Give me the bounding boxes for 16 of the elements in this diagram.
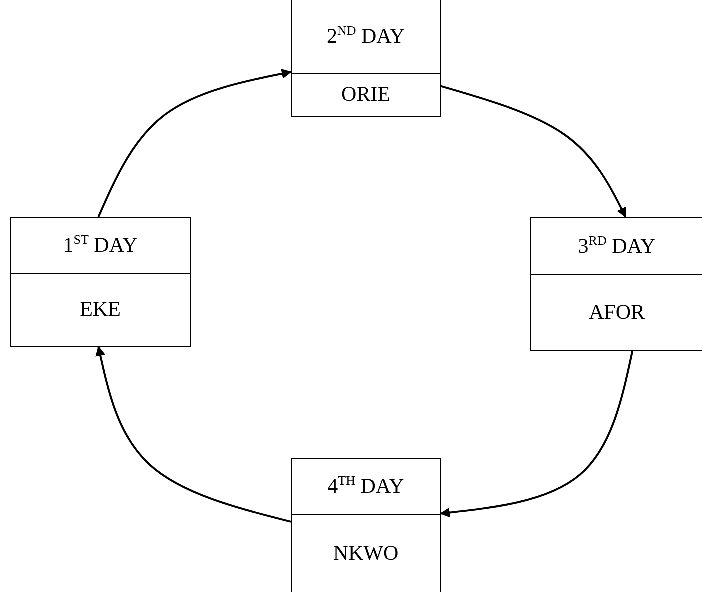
day-name: EKE xyxy=(80,297,121,322)
day-name: AFOR xyxy=(588,300,646,324)
day-heading: 1$^{ST}$ DAY xyxy=(63,233,138,258)
day-heading: 3$^{RD}$ DAY xyxy=(578,234,656,258)
day-heading: 4$^{TH}$ DAY xyxy=(328,474,404,499)
day-box xyxy=(291,458,441,592)
day-name: NKWO xyxy=(333,541,399,566)
day-box xyxy=(530,217,702,351)
day-box xyxy=(291,0,441,117)
curved-arrow xyxy=(98,69,292,218)
curved-arrow xyxy=(440,350,634,518)
day-name: ORIE xyxy=(342,82,390,107)
curved-arrow xyxy=(96,346,292,523)
curved-arrow xyxy=(440,85,627,218)
day-box xyxy=(10,217,191,347)
day-heading: 2$^{ND}$ DAY xyxy=(326,24,406,49)
